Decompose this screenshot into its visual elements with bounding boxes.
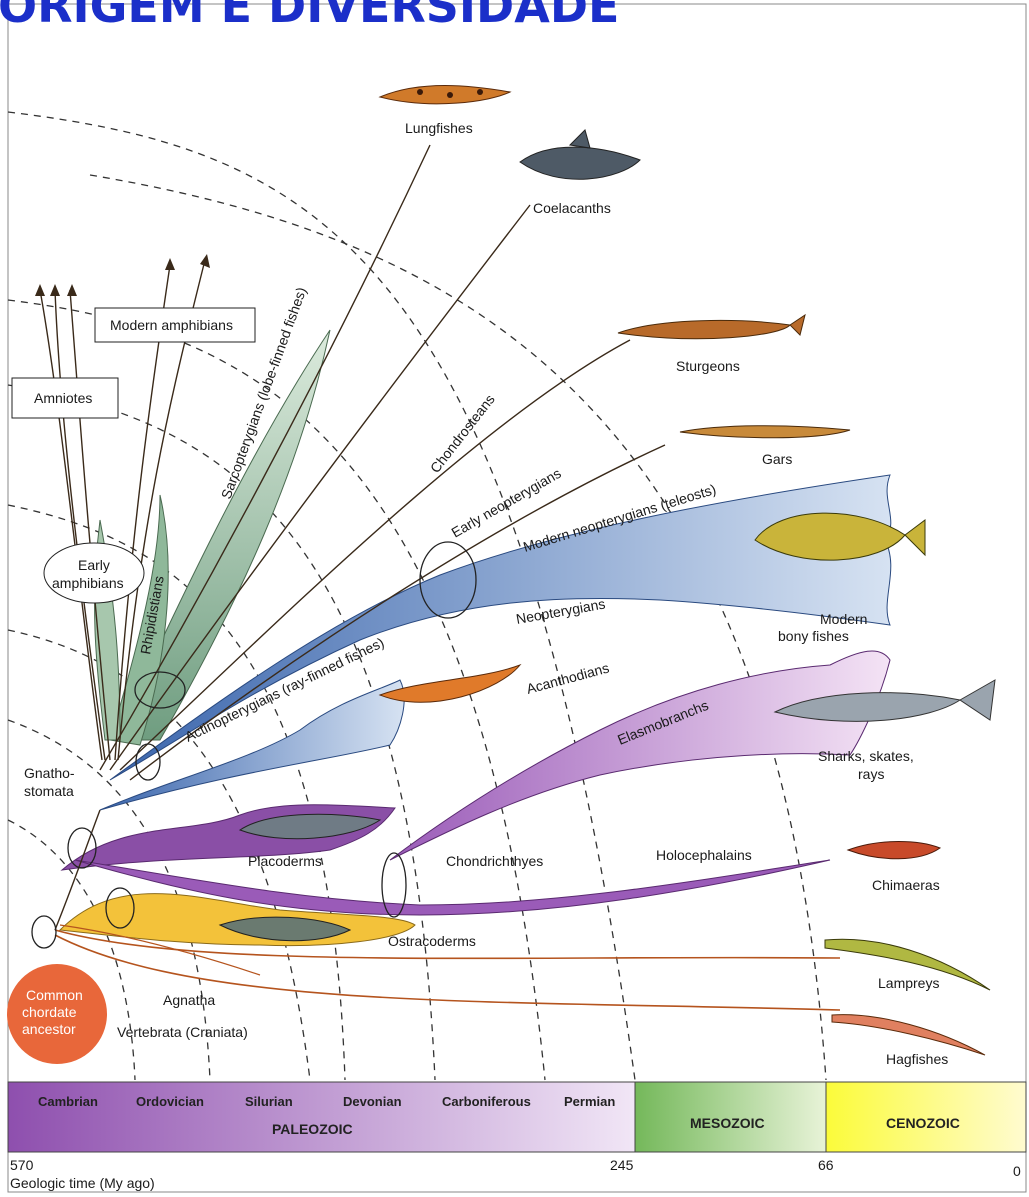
label-gnatho-2: stomata (24, 783, 74, 799)
paleozoic-band (8, 1082, 635, 1152)
period-silurian: Silurian (245, 1094, 293, 1109)
era-paleozoic: PALEOZOIC (272, 1121, 353, 1137)
tick-0: 0 (1013, 1163, 1021, 1179)
era-cenozoic: CENOZOIC (886, 1115, 960, 1131)
sturgeon-icon (618, 315, 805, 339)
label-ancestor-1: Common (26, 987, 83, 1003)
geologic-timeline: Cambrian Ordovician Silurian Devonian Ca… (8, 1082, 1026, 1191)
placoderms-clade (62, 805, 395, 870)
label-chondrosteans: Chondrosteans (427, 391, 498, 476)
label-early-amphibians-1: Early (78, 557, 110, 573)
arrowheads (35, 254, 210, 296)
label-sturgeons: Sturgeons (676, 358, 740, 374)
label-modern-bony-1: Modern (820, 611, 867, 627)
period-permian: Permian (564, 1094, 615, 1109)
label-sharks-1: Sharks, skates, (818, 748, 914, 764)
label-hagfishes: Hagfishes (886, 1051, 948, 1067)
coelacanth-icon (520, 130, 640, 179)
label-agnatha: Agnatha (163, 992, 215, 1008)
label-ancestor-3: ancestor (22, 1021, 76, 1037)
period-ordovician: Ordovician (136, 1094, 204, 1109)
chimaera-icon (848, 842, 940, 859)
label-vertebrata: Vertebrata (Craniata) (117, 1024, 248, 1040)
label-acanthodians: Acanthodians (525, 659, 611, 696)
label-ostracoderms: Ostracoderms (388, 933, 476, 949)
label-gars: Gars (762, 451, 792, 467)
label-modern-amphibians: Modern amphibians (110, 317, 233, 333)
label-ancestor-2: chordate (22, 1004, 77, 1020)
period-carboniferous: Carboniferous (442, 1094, 531, 1109)
label-early-neopterygians: Early neopterygians (449, 465, 564, 541)
period-devonian: Devonian (343, 1094, 402, 1109)
axis-label: Geologic time (My ago) (10, 1175, 155, 1191)
label-chimaeras: Chimaeras (872, 877, 940, 893)
hagfish-icon (832, 1015, 985, 1055)
era-mesozoic: MESOZOIC (690, 1115, 765, 1131)
label-holocephalains: Holocephalains (656, 847, 752, 863)
label-chondrichthyes: Chondrichthyes (446, 853, 543, 869)
gar-icon (680, 426, 850, 438)
label-sharks-2: rays (858, 766, 884, 782)
label-modern-bony-2: bony fishes (778, 628, 849, 644)
label-amniotes: Amniotes (34, 390, 92, 406)
lungfish-icon (380, 86, 510, 104)
label-placoderms: Placoderms (248, 853, 322, 869)
label-lampreys: Lampreys (878, 975, 939, 991)
label-early-amphibians-2: amphibians (52, 575, 124, 591)
tick-570: 570 (10, 1157, 34, 1173)
tick-245: 245 (610, 1157, 634, 1173)
early-amphibians-oval (44, 543, 144, 603)
label-coelacanths: Coelacanths (533, 200, 611, 216)
period-cambrian: Cambrian (38, 1094, 98, 1109)
tick-66: 66 (818, 1157, 834, 1173)
label-lungfishes: Lungfishes (405, 120, 473, 136)
page-title: ORIGEM E DIVERSIDADE (0, 0, 619, 33)
label-gnatho-1: Gnatho- (24, 765, 75, 781)
